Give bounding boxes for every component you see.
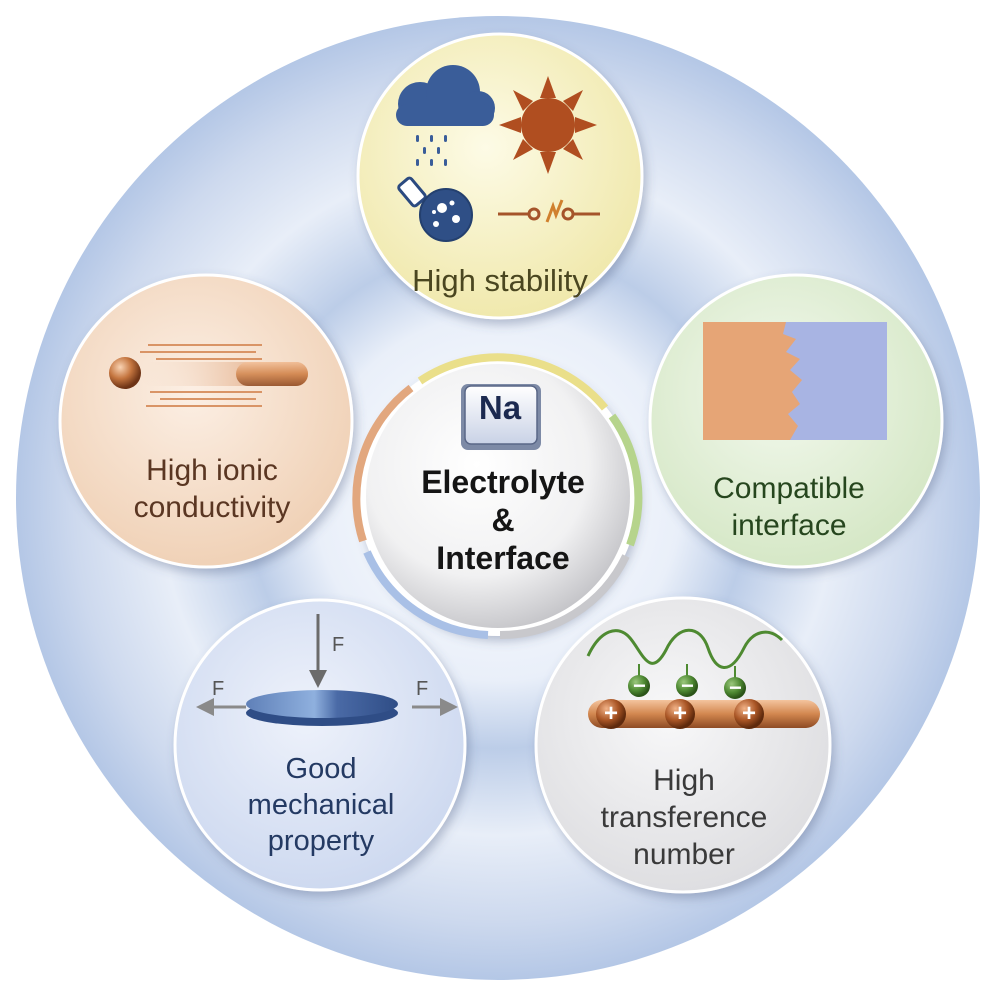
- interface-label: Compatible interface: [665, 470, 913, 544]
- force-label-left: F: [212, 678, 225, 700]
- cation-2-sign: +: [672, 700, 687, 727]
- center-title: Electrolyte & Interface: [378, 463, 628, 577]
- voltage-switch-icon: [498, 199, 600, 223]
- anion-3-sign: −: [729, 675, 742, 700]
- polymer-chain-icon: [586, 628, 820, 729]
- transference-label: High transference number: [556, 762, 812, 874]
- transference-circle: [534, 596, 832, 894]
- anion-2: [676, 675, 698, 697]
- stability-label: High stability: [360, 262, 640, 300]
- cation-3: [734, 699, 764, 729]
- center-circle: [352, 353, 643, 640]
- anion-1: [628, 675, 650, 697]
- sun-icon: [499, 76, 597, 174]
- transference-label-line-1: High: [653, 764, 715, 797]
- ionic-label: High ionic conductivity: [88, 452, 336, 526]
- mechanical-label-line-3: property: [267, 824, 375, 857]
- cation-2: [665, 699, 695, 729]
- sodium-key-icon: [461, 384, 541, 450]
- ring-green-arc: [608, 413, 643, 547]
- ring-blue-arc: [363, 550, 489, 639]
- interface-block-icon: [703, 322, 887, 440]
- ionic-label-line-2: conductivity: [133, 491, 291, 525]
- ionic-label-line-1: High ionic: [146, 454, 278, 487]
- anion-1-sign: −: [633, 673, 646, 698]
- force-label-right: F: [416, 678, 429, 700]
- ring-yellow-arc: [417, 353, 609, 411]
- force-label-top: F: [332, 634, 345, 656]
- flask-icon: [397, 176, 473, 242]
- mechanical-label: Good mechanical property: [196, 752, 446, 860]
- ring-gray-arc: [499, 554, 630, 640]
- transference-label-line-3: number: [633, 838, 735, 872]
- anion-3: [724, 677, 746, 699]
- rain-cloud-icon: [396, 65, 495, 166]
- cation-1: [596, 699, 626, 729]
- center-title-line-1: Electrolyte: [421, 464, 585, 500]
- center-title-line-2: &: [491, 502, 515, 539]
- interface-label-line-1: Compatible: [713, 472, 865, 505]
- moving-ion-icon: [109, 344, 308, 407]
- mechanical-label-line-2: mechanical: [247, 788, 395, 821]
- transference-label-line-2: transference: [600, 801, 768, 835]
- mechanical-label-line-1: Good: [285, 753, 357, 785]
- ring-orange-arc: [352, 384, 414, 543]
- cation-3-sign: +: [741, 700, 756, 727]
- interface-label-line-2: interface: [731, 509, 847, 543]
- compressed-disk-icon: [196, 614, 458, 726]
- ionic-circle: [58, 273, 354, 569]
- mechanical-circle: [173, 598, 467, 892]
- element-symbol: Na: [478, 389, 522, 426]
- center-title-line-3: Interface: [436, 540, 570, 577]
- cation-1-sign: +: [603, 700, 618, 727]
- anion-2-sign: −: [681, 673, 694, 698]
- stability-label-line-1: High stability: [412, 263, 588, 298]
